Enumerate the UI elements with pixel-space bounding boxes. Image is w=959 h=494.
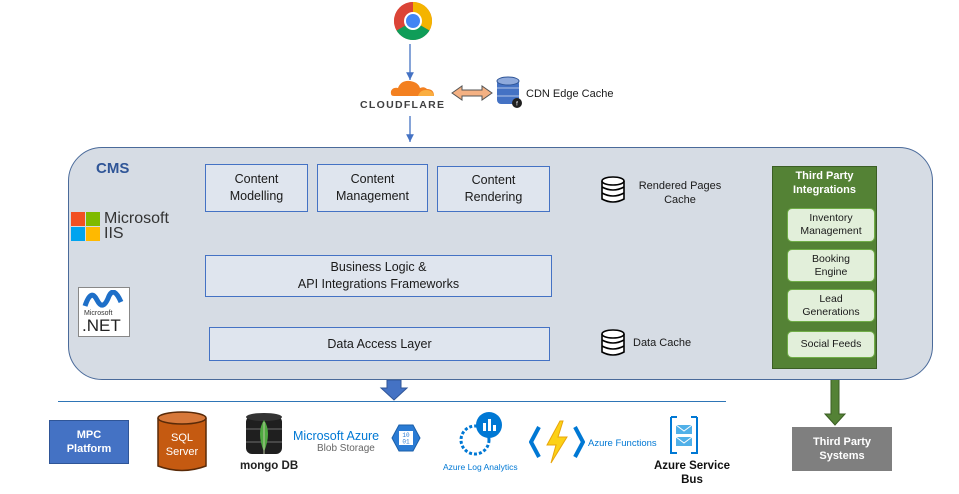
mongodb-database-icon: [246, 413, 282, 454]
service-bus-label: Azure Service Bus: [653, 460, 731, 486]
cms-title: CMS: [96, 160, 130, 177]
content-modelling-box: Content Modelling: [205, 164, 308, 212]
blob-storage-icon: 10 01: [391, 424, 421, 452]
azure-blob-title: Microsoft Azure: [293, 429, 380, 443]
azure-functions-label: Azure Functions: [588, 438, 657, 449]
arrow-cms-to-storage: [379, 379, 409, 401]
cloudflare-cloud-icon: [390, 80, 434, 96]
dotnet-logo: Microsoft .NET: [78, 287, 130, 337]
mongodb-label: mongo DB: [240, 460, 299, 472]
data-cache-database-icon: [601, 329, 625, 356]
dotnet-label: .NET: [82, 316, 121, 335]
dotnet-wave-icon: [82, 290, 124, 308]
cloudflare-logo-text: CLOUDFLARE: [360, 99, 446, 111]
content-rendering-box: Content Rendering: [437, 166, 550, 212]
sql-server-cylinder: SQL Server: [156, 411, 208, 473]
third-party-systems-box: Third Party Systems: [792, 427, 892, 471]
cdn-edge-cache-label: CDN Edge Cache: [526, 88, 614, 100]
dotnet-small-label: Microsoft: [84, 310, 113, 317]
content-management-box: Content Management: [317, 164, 428, 212]
third-party-integrations-title: Third Party Integrations: [793, 170, 856, 196]
microsoft-iis-logo: Microsoft IIS: [71, 210, 181, 246]
svg-text:f: f: [516, 102, 518, 108]
sql-server-label: SQL Server: [165, 432, 199, 458]
svg-text:01: 01: [402, 439, 410, 446]
storage-divider-line: [58, 401, 726, 402]
chrome-icon: [394, 2, 432, 40]
tp-item-lead-generations: Lead Generations: [787, 289, 875, 322]
data-cache-label: Data Cache: [633, 337, 692, 349]
svg-text:10: 10: [402, 432, 410, 439]
sql-cylinder-shape: [157, 411, 207, 472]
service-bus-icon: [670, 416, 698, 454]
arrow-cdn-cache: [451, 85, 493, 101]
log-analytics-icon: [459, 412, 502, 456]
tp-item-booking-engine: Booking Engine: [787, 249, 875, 282]
tp-item-social-feeds: Social Feeds: [787, 331, 875, 358]
business-logic-box: Business Logic & API Integrations Framew…: [205, 255, 552, 297]
mpc-platform-box: MPC Platform: [49, 420, 129, 464]
log-analytics-label: Azure Log Analytics: [443, 462, 518, 472]
azure-functions-icon: [529, 420, 585, 464]
data-access-layer-box: Data Access Layer: [209, 327, 550, 361]
azure-blob-subtitle: Blob Storage: [317, 443, 375, 454]
cdn-cache-database-icon: f: [496, 76, 522, 108]
rendered-cache-database-icon: [601, 176, 625, 203]
rendered-pages-cache-label: Rendered Pages Cache: [638, 180, 722, 206]
tp-item-inventory-management: Inventory Management: [787, 208, 875, 242]
iis-label: Microsoft IIS: [104, 210, 169, 242]
